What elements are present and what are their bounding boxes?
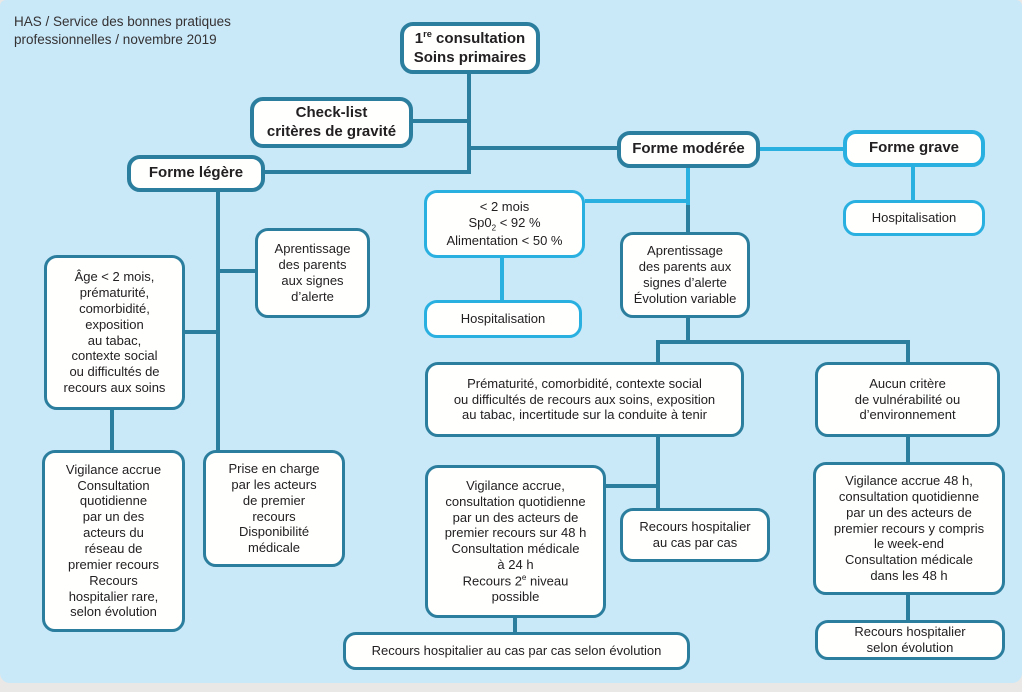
connector bbox=[686, 318, 690, 344]
connector bbox=[500, 258, 504, 300]
node-label: Forme grave bbox=[868, 139, 960, 157]
connector bbox=[760, 147, 843, 151]
connector bbox=[656, 340, 660, 362]
node-forme-legere: Forme légère bbox=[127, 155, 265, 192]
node-label: Aucun critère de vulnérabilité ou d’envi… bbox=[854, 375, 961, 423]
node-label: Forme légère bbox=[148, 164, 244, 182]
connector bbox=[906, 595, 910, 620]
node-label: Check-list critères de gravité bbox=[266, 103, 397, 140]
node-hospitalisation-grave: Hospitalisation bbox=[843, 200, 985, 236]
connector bbox=[656, 437, 660, 508]
node-label: Soins primaires bbox=[413, 48, 527, 66]
node-apprentissage-parents-legere: Aprentissage des parents aux signes d’al… bbox=[255, 228, 370, 318]
node-premiere-consultation: 1re consultation Soins primaires bbox=[400, 22, 540, 74]
node-checklist-gravite: Check-list critères de gravité bbox=[250, 97, 413, 148]
node-recours-hospitalier-cas: Recours hospitalier au cas par cas bbox=[620, 508, 770, 562]
connector bbox=[686, 203, 690, 232]
node-label: Vigilance accrue Consultation quotidienn… bbox=[65, 461, 162, 620]
node-label: Recours 2e niveau bbox=[462, 573, 569, 589]
node-prise-en-charge: Prise en charge par les acteurs de premi… bbox=[203, 450, 345, 567]
node-label: possible bbox=[491, 589, 540, 605]
node-criteres-hospitalisation: < 2 mois Sp02 < 92 % Alimentation < 50 % bbox=[424, 190, 585, 258]
node-apprentissage-parents-moderee: Aprentissage des parents aux signes d’al… bbox=[620, 232, 750, 318]
node-label: Vigilance accrue 48 h, consultation quot… bbox=[833, 472, 985, 584]
node-vigilance-48h: Vigilance accrue 48 h, consultation quot… bbox=[813, 462, 1005, 595]
node-forme-grave: Forme grave bbox=[843, 130, 985, 167]
connector bbox=[218, 269, 255, 273]
node-recours-hospitalier-evolution: Recours hospitalier au cas par cas selon… bbox=[343, 632, 690, 670]
node-hospitalisation-moderee: Hospitalisation bbox=[424, 300, 582, 338]
connector bbox=[911, 167, 915, 200]
node-label: Vigilance accrue, consultation quotidien… bbox=[444, 477, 587, 573]
connector bbox=[585, 199, 688, 203]
document-source-note: HAS / Service des bonnes pratiques profe… bbox=[14, 14, 231, 47]
connector bbox=[467, 146, 617, 150]
connector bbox=[906, 340, 910, 362]
node-label: Recours hospitalier selon évolution bbox=[854, 624, 966, 655]
connector bbox=[110, 410, 114, 450]
node-label: Sp02 < 92 % bbox=[468, 214, 541, 233]
connector bbox=[656, 340, 910, 344]
node-label: Aprentissage des parents aux signes d’al… bbox=[274, 241, 351, 304]
connector bbox=[413, 119, 471, 123]
connector bbox=[216, 192, 220, 450]
node-facteurs-vulnerabilite-moderee: Prématurité, comorbidité, contexte socia… bbox=[425, 362, 744, 437]
node-vigilance-moderee: Vigilance accrue, consultation quotidien… bbox=[425, 465, 606, 618]
node-label: Hospitalisation bbox=[871, 210, 957, 226]
connector bbox=[906, 437, 910, 462]
connector bbox=[606, 484, 656, 488]
node-forme-moderee: Forme modérée bbox=[617, 131, 760, 168]
connector bbox=[467, 74, 471, 174]
node-facteurs-vulnerabilite-legere: Âge < 2 mois, prématurité, comorbidité, … bbox=[44, 255, 185, 410]
node-vigilance-legere: Vigilance accrue Consultation quotidienn… bbox=[42, 450, 185, 632]
connector bbox=[185, 330, 218, 334]
node-aucun-critere: Aucun critère de vulnérabilité ou d’envi… bbox=[815, 362, 1000, 437]
node-label: Âge < 2 mois, prématurité, comorbidité, … bbox=[63, 269, 166, 396]
connector bbox=[265, 170, 471, 174]
node-label: Aprentissage des parents aux signes d’al… bbox=[633, 243, 737, 306]
node-label: Hospitalisation bbox=[460, 311, 546, 327]
node-label: Forme modérée bbox=[632, 140, 745, 158]
node-recours-hospitalier-selon-evolution: Recours hospitalier selon évolution bbox=[815, 620, 1005, 660]
node-label: Recours hospitalier au cas par cas bbox=[639, 519, 751, 550]
node-label: 1re consultation bbox=[414, 28, 526, 47]
node-label: Alimentation < 50 % bbox=[446, 233, 563, 249]
node-label: Recours hospitalier au cas par cas selon… bbox=[371, 643, 662, 659]
connector bbox=[686, 168, 690, 205]
node-label: Prise en charge par les acteurs de premi… bbox=[228, 460, 320, 556]
node-label: Prématurité, comorbidité, contexte socia… bbox=[453, 375, 716, 423]
node-label: < 2 mois bbox=[479, 198, 530, 214]
connector bbox=[513, 618, 517, 632]
